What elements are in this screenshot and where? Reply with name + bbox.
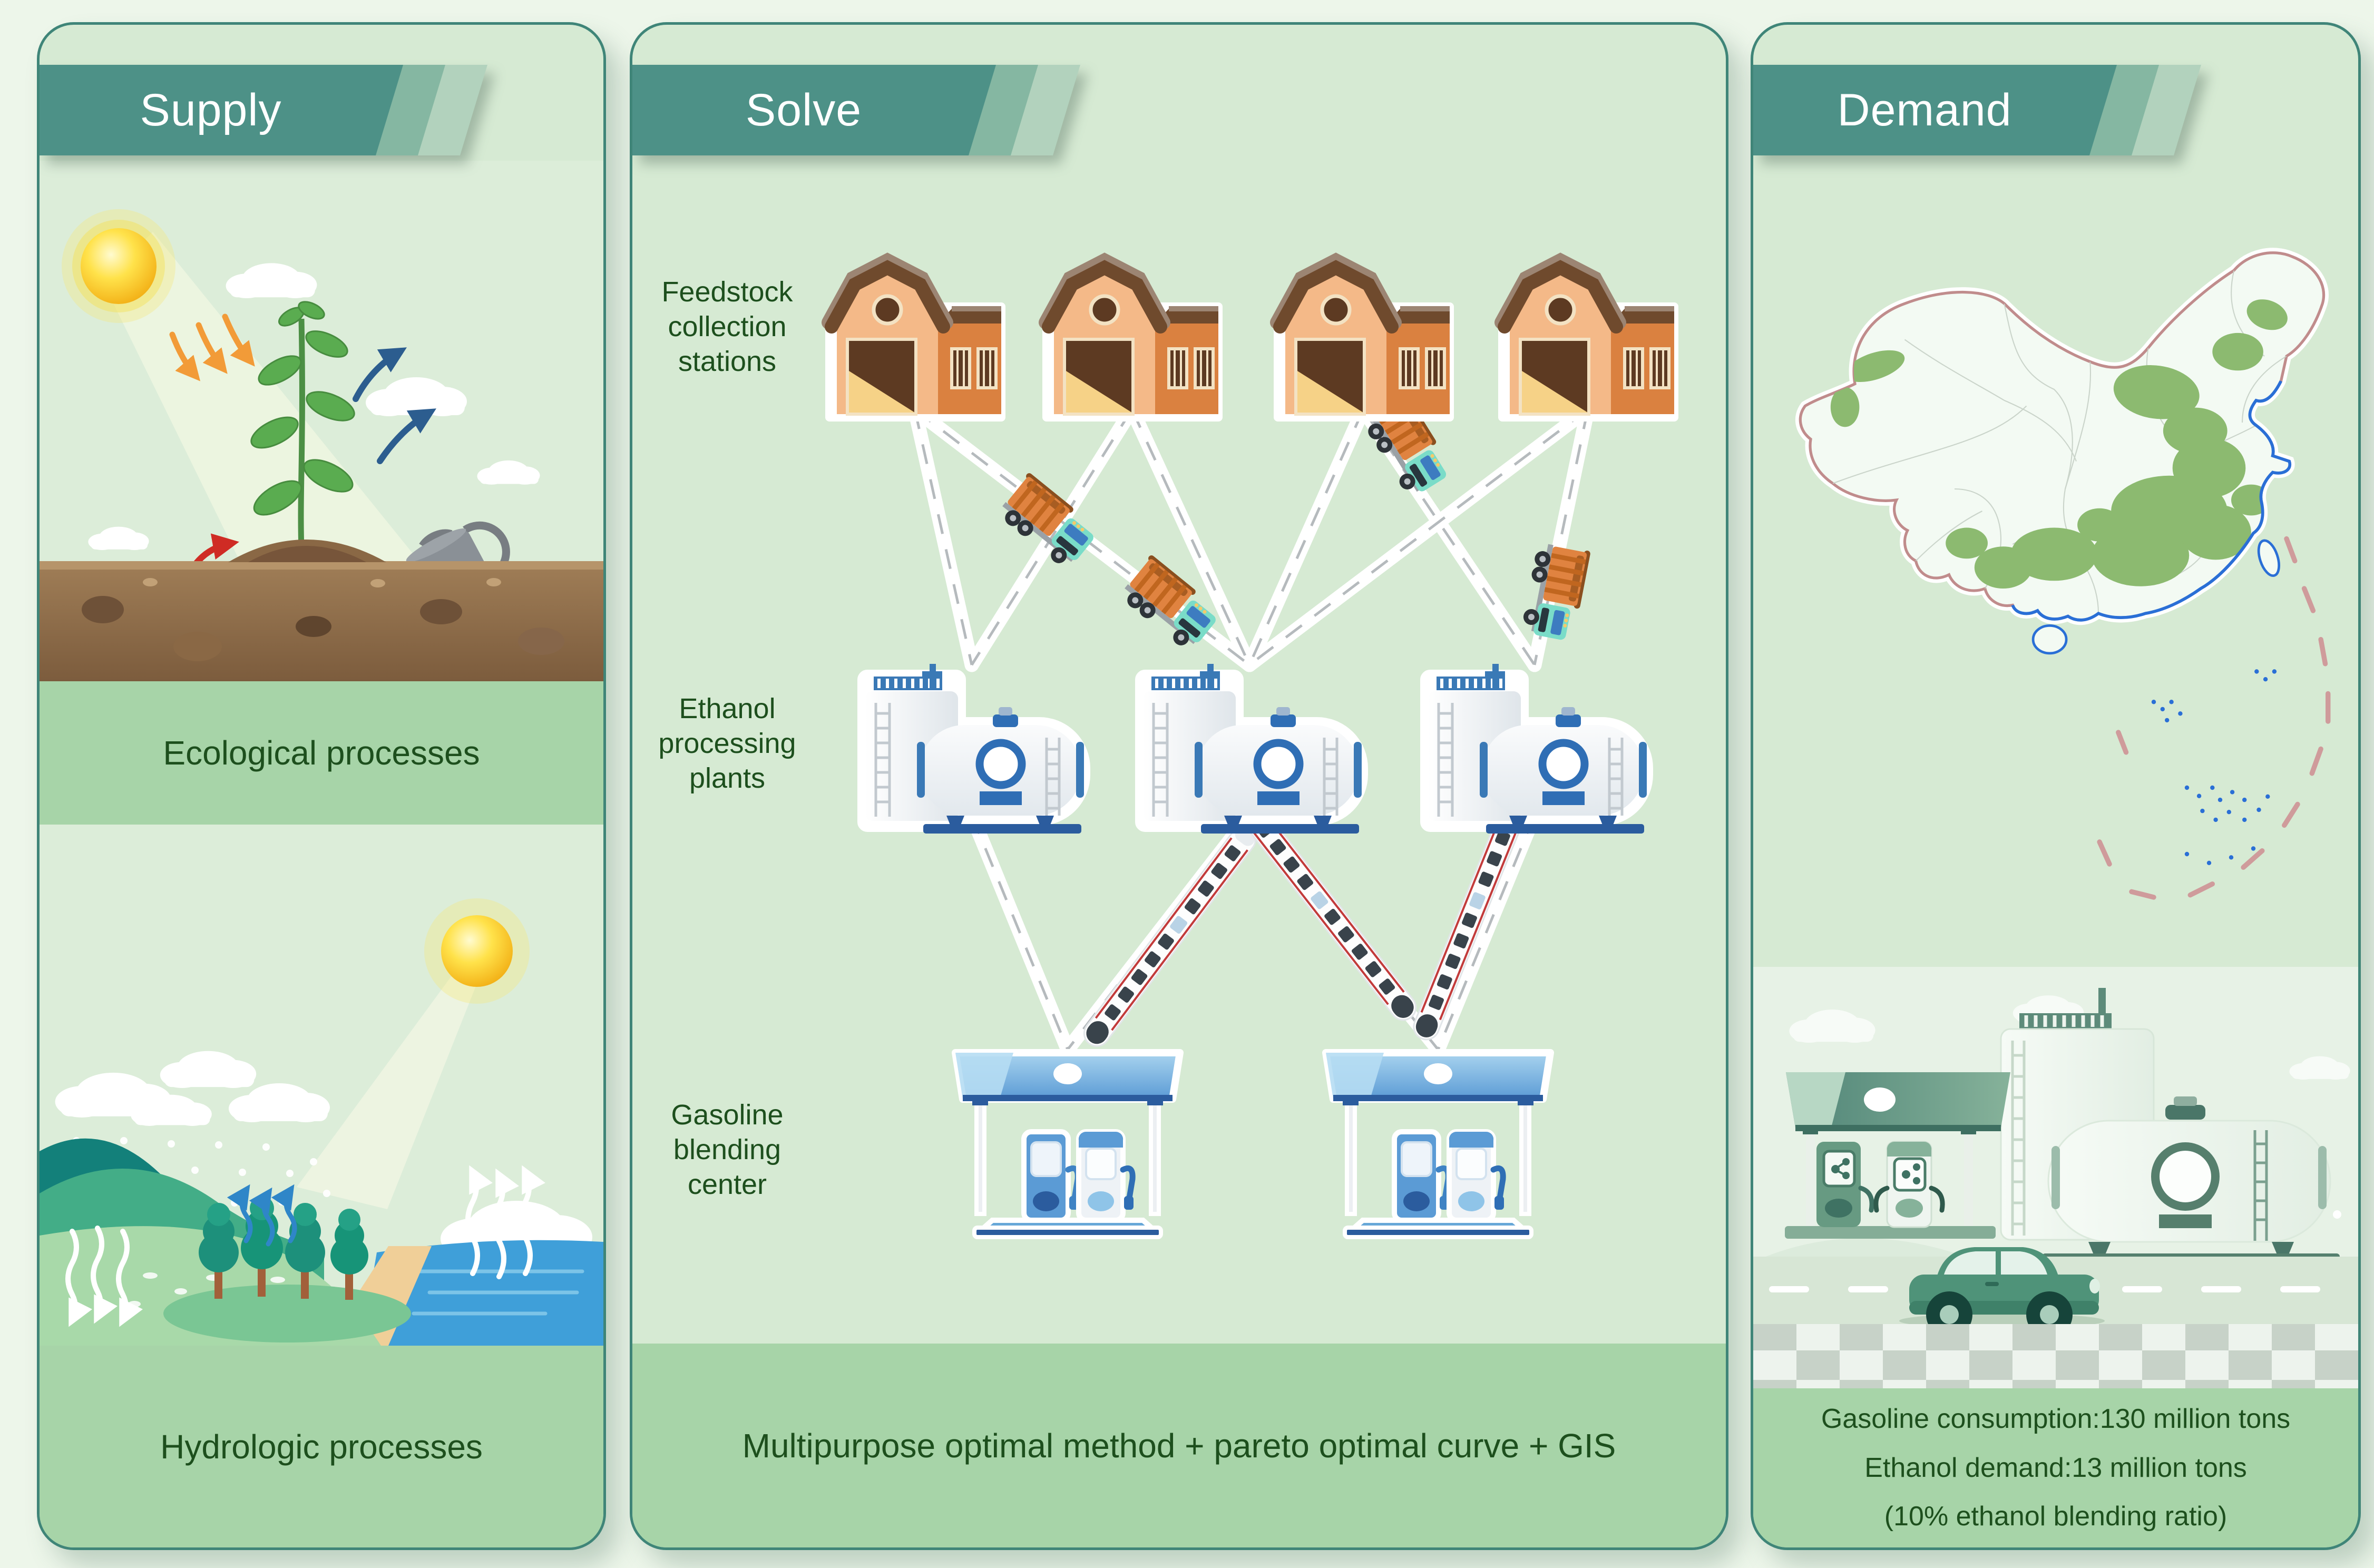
ethanol-demand-stat: Ethanol demand:13 million tons bbox=[1864, 1452, 2247, 1483]
solve-title: Solve bbox=[745, 84, 862, 135]
hydrologic-processes-illustration bbox=[40, 825, 603, 1346]
fuel-pump-green bbox=[1816, 1142, 1874, 1227]
hainan-island bbox=[2031, 624, 2068, 655]
checkered-curb bbox=[1753, 1324, 2358, 1388]
truck-icon bbox=[1520, 541, 1591, 642]
solve-footer-text: Multipurpose optimal method + pareto opt… bbox=[742, 1426, 1616, 1465]
supply-chain-network bbox=[632, 25, 1726, 1547]
banner-chevron-dark: Demand bbox=[1753, 65, 2117, 155]
barn-icon bbox=[1277, 260, 1450, 417]
evaporation-arrows-white bbox=[465, 1165, 546, 1279]
eco-label: Ecological processes bbox=[163, 734, 480, 772]
highlighted-counties bbox=[1830, 299, 2288, 589]
horizontal-storage-tank bbox=[2042, 1096, 2340, 1264]
panel-solve: Solve Feedstock collection stations Etha… bbox=[630, 22, 1728, 1550]
south-sea-islands bbox=[2151, 669, 2277, 865]
panel-demand: Demand bbox=[1751, 22, 2361, 1550]
gas-station-canopy bbox=[1785, 1072, 2010, 1239]
ethanol-tank-icon bbox=[861, 664, 1087, 834]
hydro-label: Hydrologic processes bbox=[160, 1427, 483, 1466]
barn-icon bbox=[828, 260, 1001, 417]
supply-title: Supply bbox=[140, 84, 282, 135]
soil bbox=[40, 540, 603, 681]
evaporation-arrows-blue bbox=[227, 1184, 297, 1247]
ethanol-plants-label: Ethanol processing plants bbox=[658, 693, 796, 794]
barn-icon bbox=[1046, 260, 1218, 417]
sunlight-arrows bbox=[169, 313, 255, 381]
barn-icon bbox=[1501, 260, 1674, 417]
gas-station-icon bbox=[1326, 1053, 1550, 1237]
train-icon bbox=[1078, 821, 1262, 1052]
fuel-pump-white bbox=[1873, 1141, 1945, 1228]
infiltration-arrows bbox=[65, 1226, 143, 1327]
nine-dash-line bbox=[2097, 536, 2331, 900]
sun-icon bbox=[424, 898, 530, 1004]
demand-title: Demand bbox=[1837, 84, 2012, 135]
solve-footer-band: Multipurpose optimal method + pareto opt… bbox=[632, 1344, 1726, 1547]
china-map bbox=[1753, 178, 2331, 900]
banner-chevron-dark: Solve bbox=[632, 65, 996, 155]
demand-street-scene bbox=[1753, 967, 2358, 1388]
ethanol-tank-icon bbox=[1139, 664, 1364, 834]
ethanol-tank-icon bbox=[1424, 664, 1649, 834]
blending-center-label: Gasoline blending center bbox=[671, 1099, 784, 1200]
panel-supply: Supply bbox=[37, 22, 606, 1550]
solve-header-banner: Solve bbox=[632, 65, 1096, 155]
demand-footer-band: Gasoline consumption:130 million tons Et… bbox=[1753, 1388, 2358, 1547]
sunbeam bbox=[297, 938, 495, 1209]
eco-label-band: Ecological processes bbox=[40, 681, 603, 825]
banner-chevron-dark: Supply bbox=[40, 65, 403, 155]
ecological-processes-illustration bbox=[40, 161, 603, 681]
blending-ratio-stat: (10% ethanol blending ratio) bbox=[1884, 1501, 2228, 1532]
gas-station-icon bbox=[955, 1053, 1180, 1237]
demand-header-banner: Demand bbox=[1753, 65, 2217, 155]
trees bbox=[163, 1196, 411, 1342]
gasoline-consumption-stat: Gasoline consumption:130 million tons bbox=[1821, 1404, 2291, 1435]
transpiration-arrows bbox=[353, 347, 437, 464]
feedstock-stations-label: Feedstock collection stations bbox=[661, 276, 793, 377]
sun-icon bbox=[62, 209, 175, 323]
hydro-label-band: Hydrologic processes bbox=[40, 1346, 603, 1547]
taiwan-island bbox=[2257, 539, 2280, 577]
coastline bbox=[2011, 380, 2292, 622]
road-markings bbox=[1769, 1286, 2320, 1292]
supply-header-banner: Supply bbox=[40, 65, 503, 155]
